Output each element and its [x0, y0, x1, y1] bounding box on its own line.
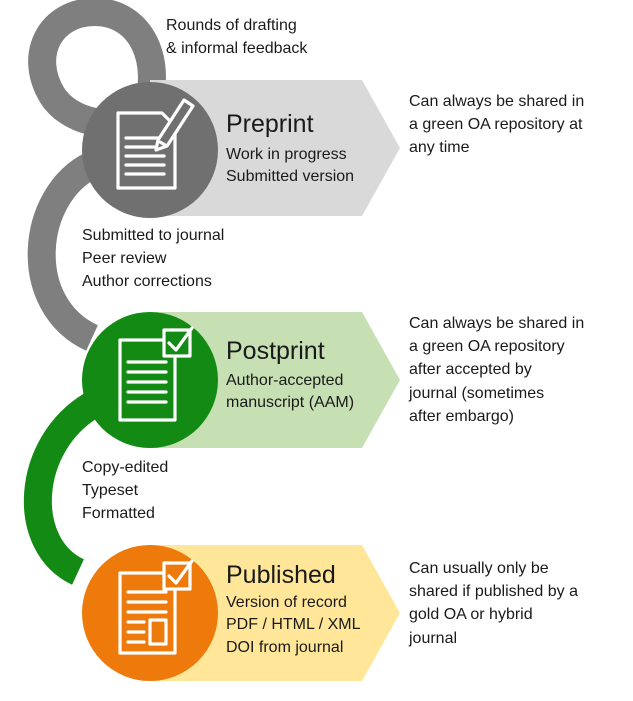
postprint-sharing-line-3: after accepted by — [409, 361, 532, 379]
review-line-3: Author corrections — [82, 273, 212, 291]
postprint-subtitle-line-2: manuscript (AAM) — [226, 394, 355, 412]
postprint-band — [150, 312, 400, 448]
postprint-subtitle: Author-accepted manuscript (AAM) — [226, 370, 354, 415]
published-band — [150, 545, 400, 681]
preprint-subtitle-line-1: Work in progress — [226, 146, 347, 163]
published-title: Published — [226, 561, 336, 589]
preprint-sharing-line-3: any time — [409, 139, 470, 157]
production-connector — [23, 392, 100, 585]
production-line-1: Copy-edited — [82, 459, 169, 476]
postprint-sharing-note: Can always be shared in a green OA repos… — [409, 312, 584, 428]
published-sharing-line-3: gold OA or hybrid — [409, 606, 533, 624]
postprint-sharing-line-4: journal (sometimes — [409, 384, 545, 402]
published-subtitle: Version of record PDF / HTML / XML DOI f… — [226, 592, 361, 659]
postprint-title: Postprint — [226, 337, 325, 365]
preprint-subtitle-line-2: Submitted version — [226, 168, 355, 186]
preprint-sharing-line-2: a green OA repository at — [409, 116, 583, 134]
drafting-note: Rounds of drafting & informal feedback — [166, 14, 307, 60]
review-note: Submitted to journal Peer review Author … — [82, 224, 224, 294]
document-layout-checkmark-icon — [118, 559, 194, 655]
review-line-1: Submitted to journal — [82, 227, 225, 244]
preprint-circle — [82, 82, 218, 218]
published-subtitle-line-3: DOI from journal — [226, 638, 344, 656]
preprint-title: Preprint — [226, 110, 314, 138]
production-line-2: Typeset — [82, 482, 139, 500]
drafting-line-2: & informal feedback — [166, 40, 308, 58]
drafting-loop-connector — [28, 0, 166, 136]
preprint-sharing-note: Can always be shared in a green OA repos… — [409, 90, 584, 160]
preprint-subtitle: Work in progress Submitted version — [226, 144, 354, 189]
published-sharing-line-1: Can usually only be — [409, 560, 549, 577]
review-connector — [27, 152, 99, 351]
production-note: Copy-edited Typeset Formatted — [82, 456, 168, 526]
published-sharing-line-2: shared if published by a — [409, 583, 578, 601]
review-line-2: Peer review — [82, 250, 167, 268]
published-sharing-note: Can usually only be shared if published … — [409, 557, 578, 650]
preprint-band — [150, 80, 400, 216]
drafting-line-1: Rounds of drafting — [166, 17, 297, 34]
document-checkmark-icon — [118, 326, 194, 422]
postprint-sharing-line-2: a green OA repository — [409, 338, 565, 356]
postprint-sharing-line-1: Can always be shared in — [409, 315, 585, 332]
production-line-3: Formatted — [82, 505, 155, 523]
preprint-sharing-line-1: Can always be shared in — [409, 93, 585, 110]
postprint-circle — [82, 312, 218, 448]
postprint-subtitle-line-1: Author-accepted — [226, 372, 344, 389]
postprint-sharing-line-5: after embargo) — [409, 407, 514, 425]
document-pencil-icon — [116, 98, 195, 190]
published-sharing-line-4: journal — [409, 629, 458, 647]
published-subtitle-line-2: PDF / HTML / XML — [226, 616, 361, 634]
published-subtitle-line-1: Version of record — [226, 594, 347, 611]
